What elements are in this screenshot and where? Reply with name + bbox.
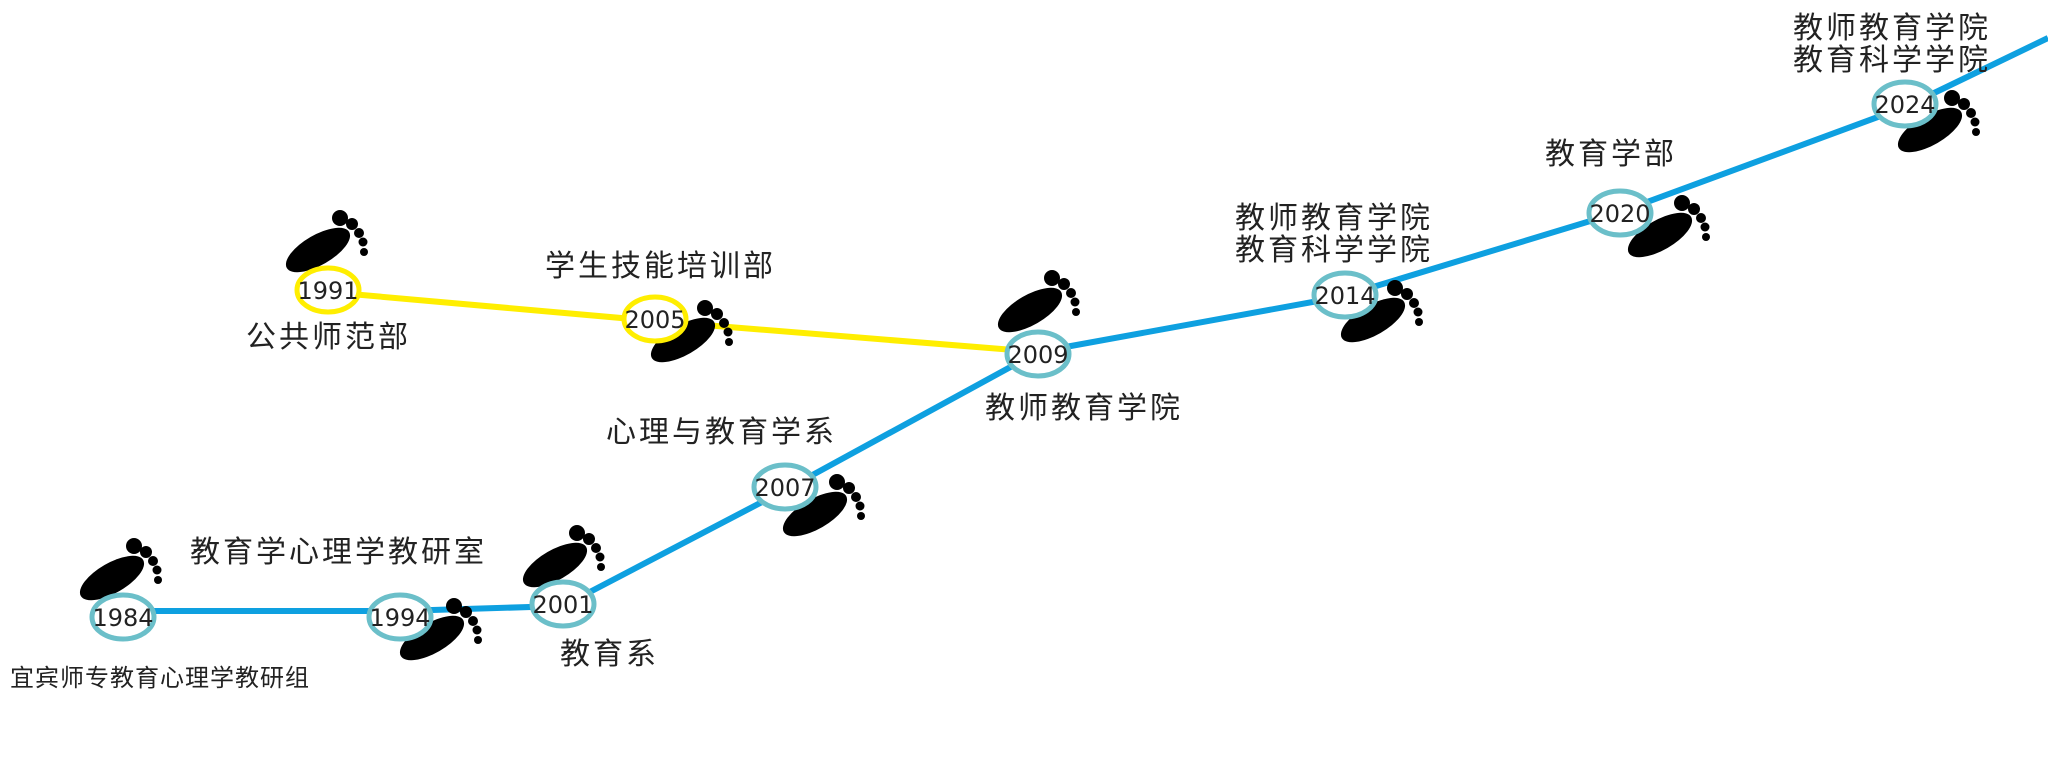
year-2005: 2005 [624,306,685,334]
year-2014: 2014 [1314,282,1375,310]
label-2001: 教育系 [560,637,659,672]
node-2020 [1586,188,1654,238]
year-2024: 2024 [1874,91,1935,119]
label-1984: 宜宾师专教育心理学教研组 [10,664,310,692]
year-2001: 2001 [532,591,593,619]
node-1984 [89,592,157,642]
node-2007 [751,462,819,512]
year-1991: 1991 [297,277,358,305]
label-1994: 教育学心理学教研室 [190,535,487,570]
year-1984: 1984 [92,604,153,632]
label-2014-line1: 教师教育学院 [1235,201,1433,236]
node-2024 [1871,79,1939,129]
node-2014 [1311,270,1379,320]
node-2001 [529,579,597,629]
year-2020: 2020 [1589,200,1650,228]
label-1991: 公共师范部 [246,320,411,355]
year-1994: 1994 [369,604,430,632]
label-2024-line2: 教育科学学院 [1793,43,1991,78]
label-2024-line1: 教师教育学院 [1793,11,1991,46]
label-2007: 心理与教育学系 [606,415,837,450]
label-2009: 教师教育学院 [985,391,1183,426]
node-2009 [1004,329,1072,379]
label-2014-line2: 教育科学学院 [1235,233,1433,268]
year-2009: 2009 [1007,341,1068,369]
label-2020: 教育学部 [1545,137,1677,172]
year-2007: 2007 [754,474,815,502]
node-2005 [621,294,689,344]
label-2005: 学生技能培训部 [545,249,776,284]
main-timeline-line [123,35,2048,614]
node-1994 [366,592,434,642]
node-1991 [294,265,362,315]
